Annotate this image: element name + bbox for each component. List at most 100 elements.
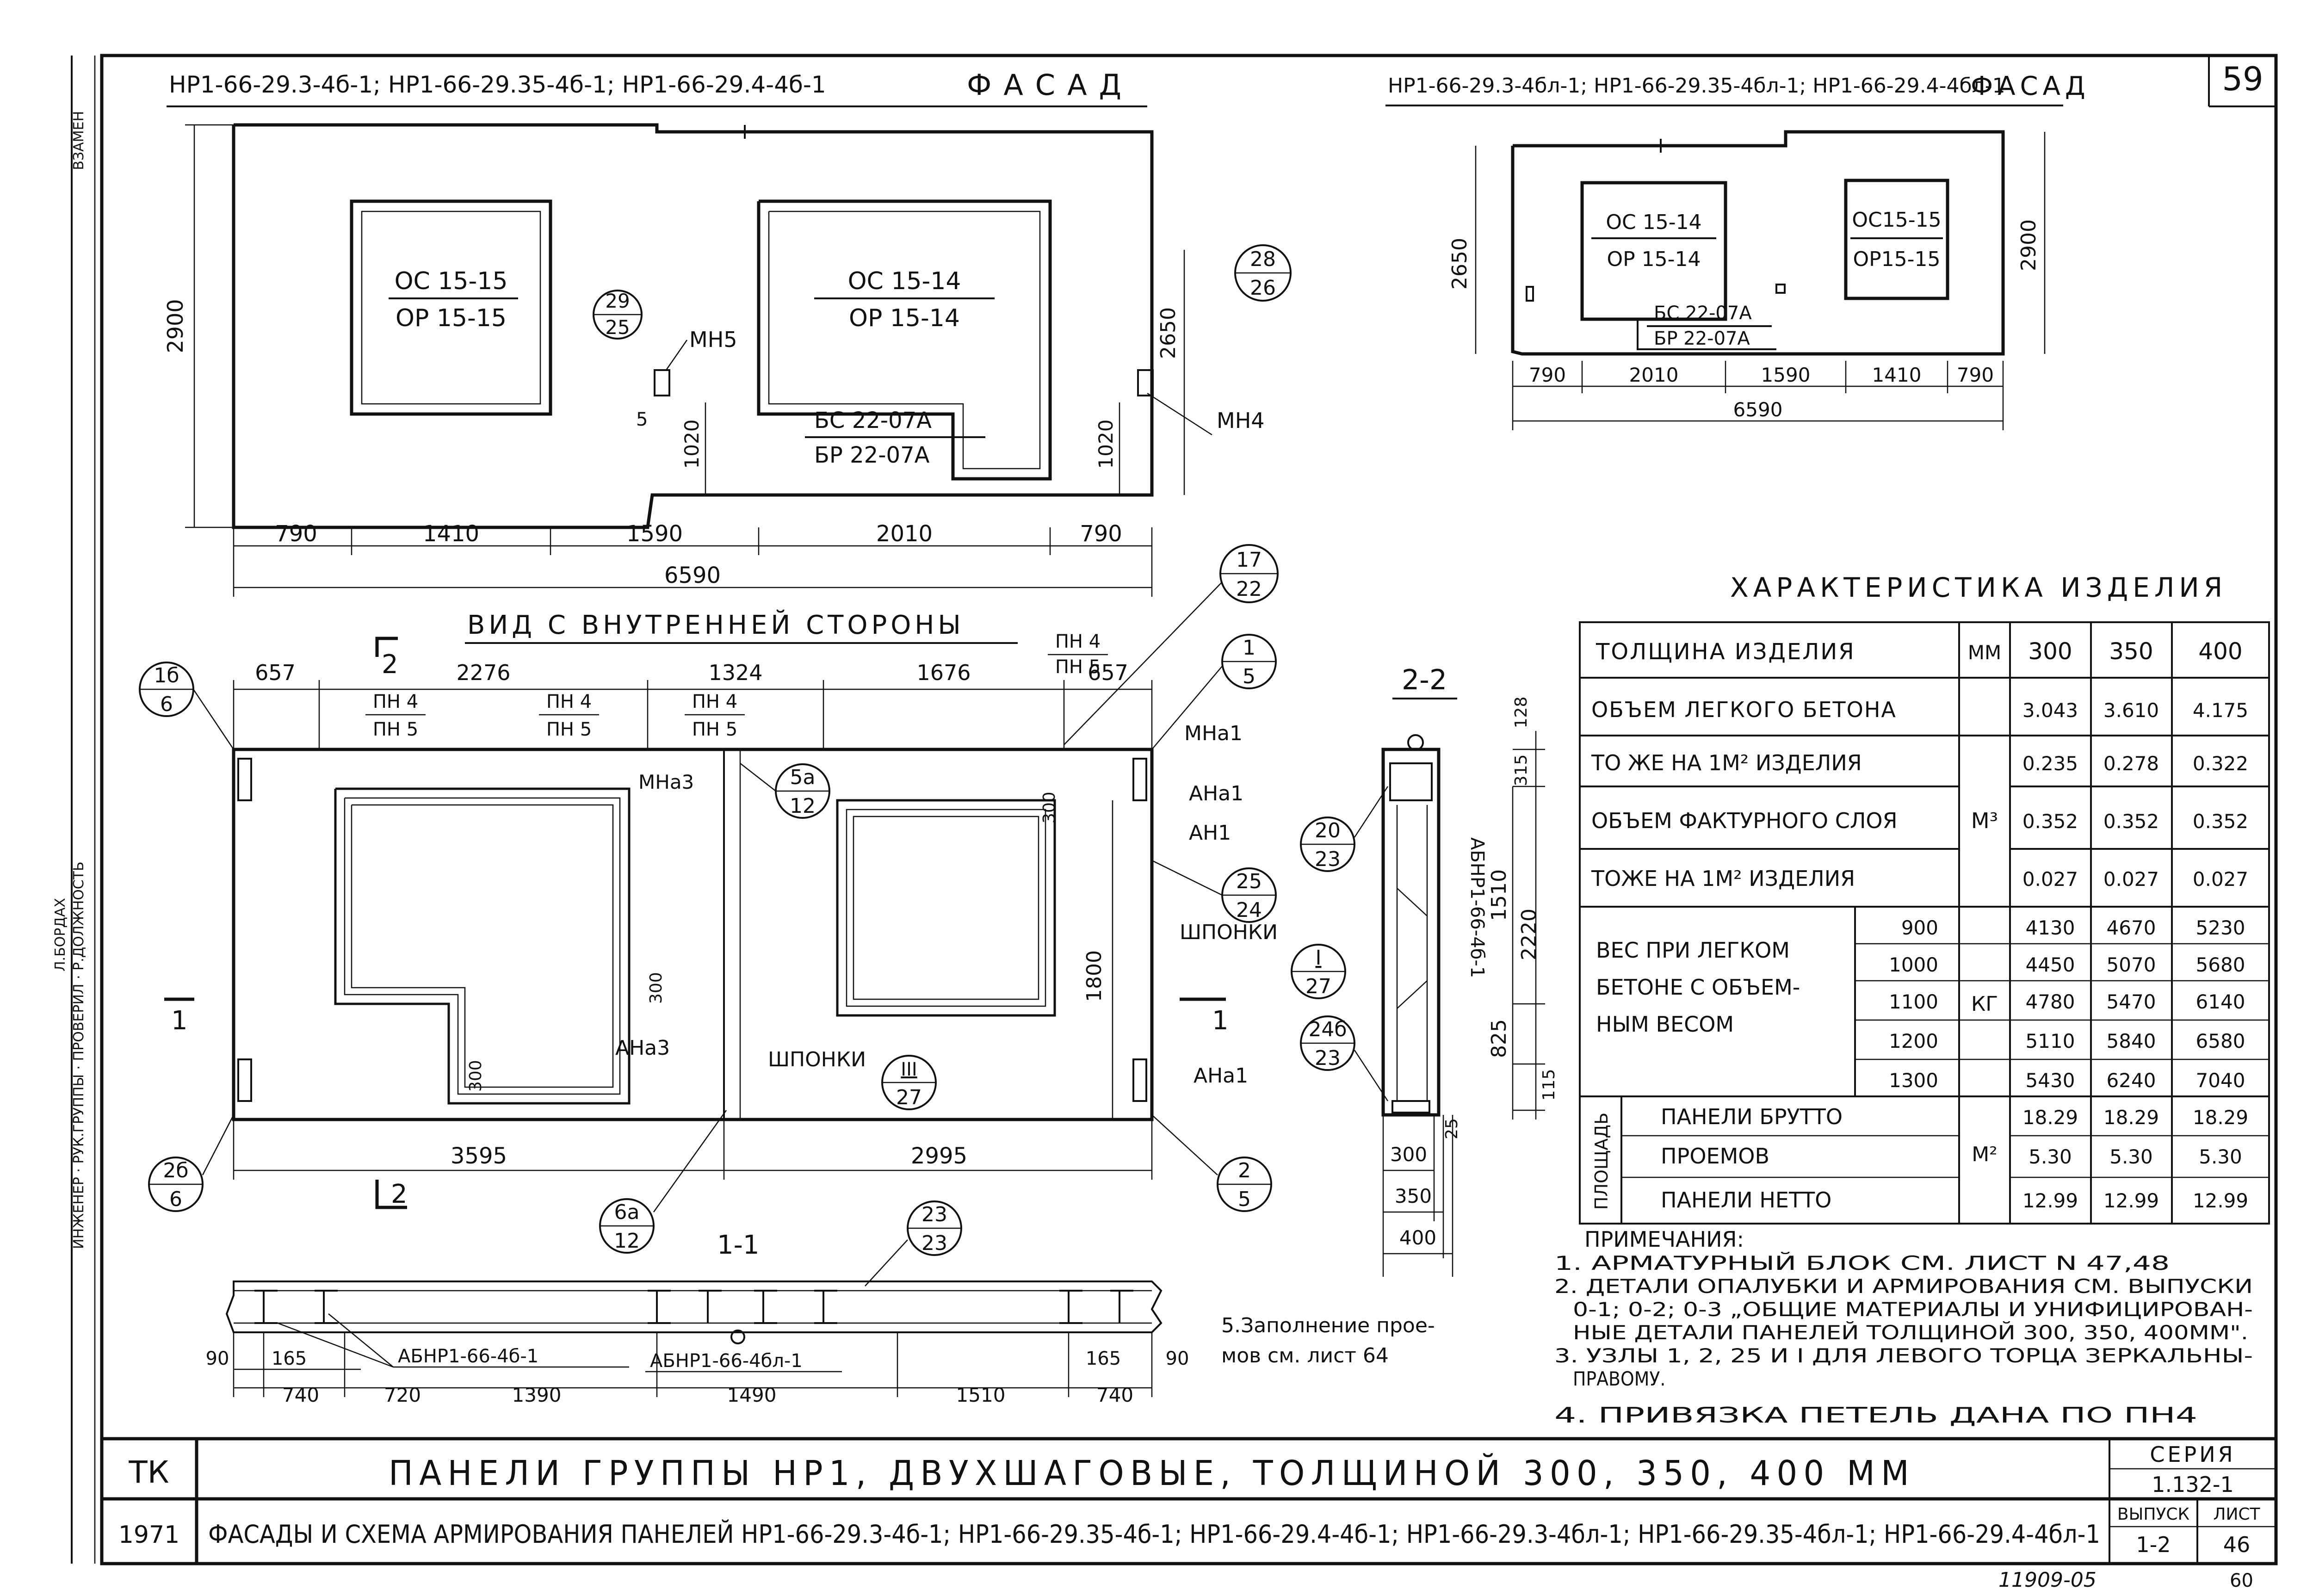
sheet-frame <box>100 54 2278 1565</box>
dim-1510: 1510 <box>956 1384 1006 1406</box>
weight-value: 6240 <box>2107 1069 2156 1092</box>
note-line: 1. АРМАТУРНЫЙ БЛОК СМ. ЛИСТ N 47,48 <box>1554 1251 2170 1274</box>
note-line: НЫЕ ДЕТАЛИ ПАНЕЛЕЙ ТОЛЩИНОЙ 300, 350, 40… <box>1573 1321 2248 1344</box>
area-name: ПРОЕМОВ <box>1661 1144 1769 1169</box>
dim-128: 128 <box>1512 697 1531 729</box>
node-29: 29 <box>605 290 630 312</box>
area-value: 5.30 <box>2109 1145 2153 1168</box>
table-header-name: ТОЛЩИНА ИЗДЕЛИЯ <box>1596 639 1855 665</box>
node-top: III <box>901 1059 917 1080</box>
weight-label-1: ВЕС ПРИ ЛЕГКОМ <box>1596 938 1790 963</box>
note-line: 3. УЗЛЫ 1, 2, 25 И I ДЛЯ ЛЕВОГО ТОРЦА ЗЕ… <box>1554 1344 2253 1367</box>
row-name: ОБЪЕМ ФАКТУРНОГО СЛОЯ <box>1591 808 1898 833</box>
row-value: 3.043 <box>2022 699 2078 722</box>
r-window-2-type: ОС15-15 <box>1852 208 1941 232</box>
node-top: 6а <box>614 1200 640 1224</box>
dim-90-right: 90 <box>1166 1348 1189 1369</box>
dim-1510: 1510 <box>1487 869 1511 921</box>
weight-value: 4780 <box>2026 990 2075 1013</box>
dim-115: 115 <box>1540 1069 1558 1101</box>
area-value: 12.99 <box>2022 1189 2078 1212</box>
row-value: 0.027 <box>2193 868 2248 891</box>
top-dim-5: 657 <box>1088 660 1128 685</box>
facade-left-title: НР1-66-29.3-4б-1; НР1-66-29.35-4б-1; НР1… <box>169 71 826 98</box>
node-5a-12: 5а 12 <box>740 763 830 819</box>
density: 1000 <box>1889 953 1938 976</box>
pn-label: ПН 4 <box>692 691 737 712</box>
row-value: 0.322 <box>2193 752 2248 775</box>
door-type: БС 22-07А <box>814 408 932 433</box>
area-value: 18.29 <box>2103 1106 2159 1129</box>
pn-label: ПН 5 <box>373 719 418 740</box>
node-25: 25 <box>605 316 630 339</box>
weight-value: 5230 <box>2196 916 2245 939</box>
weight-value: 5430 <box>2026 1069 2075 1092</box>
facade-left-window-2 <box>757 199 1052 481</box>
dim-2220: 2220 <box>1517 909 1541 960</box>
r-door-frame: БР 22-07А <box>1654 328 1750 349</box>
sheet-subtitle: ФАСАДЫ И СХЕМА АРМИРОВАНИЯ ПАНЕЛЕЙ НР1-6… <box>208 1520 2100 1549</box>
node-bottom: 22 <box>1236 577 1262 601</box>
inner-view-title: ВИД С ВНУТРЕННЕЙ СТОРОНЫ <box>467 610 965 640</box>
area-value: 12.99 <box>2103 1189 2159 1212</box>
r-dim-2650: 2650 <box>1448 238 1472 290</box>
node-bottom: 12 <box>614 1229 640 1253</box>
section-mark-2: 2 <box>382 650 398 680</box>
label-ana1-top: АНа1 <box>1189 782 1243 805</box>
title-block: ТК 1971 ПАНЕЛИ ГРУППЫ НР1, ДВУХШАГОВЫЕ, … <box>102 1437 2276 1564</box>
r-door-type: БС 22-07А <box>1654 303 1752 324</box>
facade-right-window-2 <box>1844 179 1949 300</box>
tk-label: ТК <box>128 1454 169 1490</box>
facade-left-window-1 <box>350 199 552 416</box>
dim-bottom-4: 2010 <box>876 521 933 547</box>
row-value: 0.278 <box>2103 752 2159 775</box>
dim-1020-a: 1020 <box>680 420 703 469</box>
row-value: 0.027 <box>2103 868 2159 891</box>
r-dim-3: 1590 <box>1761 364 1811 386</box>
weight-value: 5070 <box>2107 953 2156 976</box>
width-350: 350 <box>1395 1185 1432 1207</box>
notes-title: ПРИМЕЧАНИЯ: <box>1584 1227 1744 1252</box>
facade-right-word: ФАСАД <box>1971 71 2090 101</box>
facade-left-word: ФАСАД <box>967 68 1133 102</box>
area-value: 5.30 <box>2199 1145 2242 1168</box>
width-400: 400 <box>1399 1226 1436 1249</box>
node-top: 24б <box>1308 1018 1347 1041</box>
issue-value: 1-2 <box>2136 1532 2171 1557</box>
node-bottom: 24 <box>1236 898 1262 922</box>
label-abnr-left: АБНР1-66-4б-1 <box>398 1346 538 1367</box>
label-ana1-bottom: АНа1 <box>1194 1064 1248 1088</box>
label-an1: АН1 <box>1189 821 1231 845</box>
density: 1200 <box>1889 1030 1938 1052</box>
weight-value: 5840 <box>2107 1030 2156 1052</box>
dim-bottom-3: 1590 <box>626 521 683 547</box>
node-top: 20 <box>1315 819 1341 842</box>
top-dim-3: 1324 <box>708 660 762 685</box>
node-top: 1б <box>154 664 179 687</box>
node-bottom: 23 <box>921 1231 947 1255</box>
dim-2650: 2650 <box>1156 307 1180 359</box>
node-bottom: 23 <box>1315 1046 1341 1070</box>
dim-1800: 1800 <box>1082 950 1106 1002</box>
section-mark-2-bottom: 2 <box>391 1179 408 1209</box>
dim-1020-b: 1020 <box>1095 420 1117 469</box>
r-dim-total: 6590 <box>1733 398 1783 421</box>
row-value: 4.175 <box>2193 699 2248 722</box>
section-2-2: 2-2 АБНР1-66-4б-1 128 315 1510 2220 825 … <box>1300 664 1558 1277</box>
window-2-frame: ОР 15-14 <box>849 304 960 332</box>
section-1-1-profile <box>225 1281 1163 1333</box>
footer-number: 11909-05 <box>1998 1568 2097 1592</box>
table-header-unit: ММ <box>1968 641 2001 664</box>
year: 1971 <box>118 1521 179 1549</box>
density: 1100 <box>1889 990 1938 1013</box>
row-name: ТОЖЕ НА 1М² ИЗДЕЛИЯ <box>1591 866 1855 891</box>
area-label: ПЛОЩАДЬ <box>1591 1113 1612 1210</box>
node-top: 2 <box>1238 1159 1251 1182</box>
facade-right-window-1 <box>1580 181 1727 321</box>
filling-note-1: 5.Заполнение прое- <box>1221 1314 1435 1337</box>
node-top: I <box>1316 946 1322 970</box>
dim-315: 315 <box>1512 755 1531 786</box>
dim-bottom-1: 790 <box>275 521 317 547</box>
margin-names: Л.БОРДАХ <box>52 898 68 971</box>
row-value: 3.610 <box>2103 699 2159 722</box>
